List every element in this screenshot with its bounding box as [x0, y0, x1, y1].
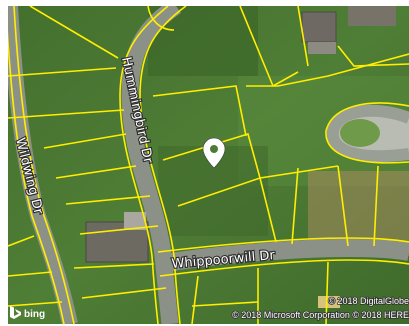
road-wildwing — [8, 6, 78, 324]
structure — [318, 296, 340, 308]
house-roof — [308, 42, 336, 54]
aerial-map-canvas[interactable]: Hummingbird Dr Wildwing Dr Whippoorwill … — [8, 6, 409, 324]
house-roof — [301, 11, 337, 43]
road-whippoorwill — [156, 238, 409, 273]
road-hummingbird — [121, 6, 181, 324]
house-roof — [348, 6, 396, 26]
provider-name: bing — [24, 309, 45, 320]
parcel-lines — [8, 6, 409, 324]
bing-logo-icon[interactable]: bing — [10, 306, 45, 320]
house-roof — [124, 212, 146, 230]
map-copyright: © 2018 Microsoft Corporation © 2018 HERE — [232, 310, 409, 320]
location-pin-icon[interactable] — [202, 137, 226, 169]
map-view[interactable]: Hummingbird Dr Wildwing Dr Whippoorwill … — [8, 6, 409, 324]
imagery-copyright: © 2018 DigitalGlobe — [328, 296, 409, 306]
cul-de-sac-island — [340, 119, 380, 147]
